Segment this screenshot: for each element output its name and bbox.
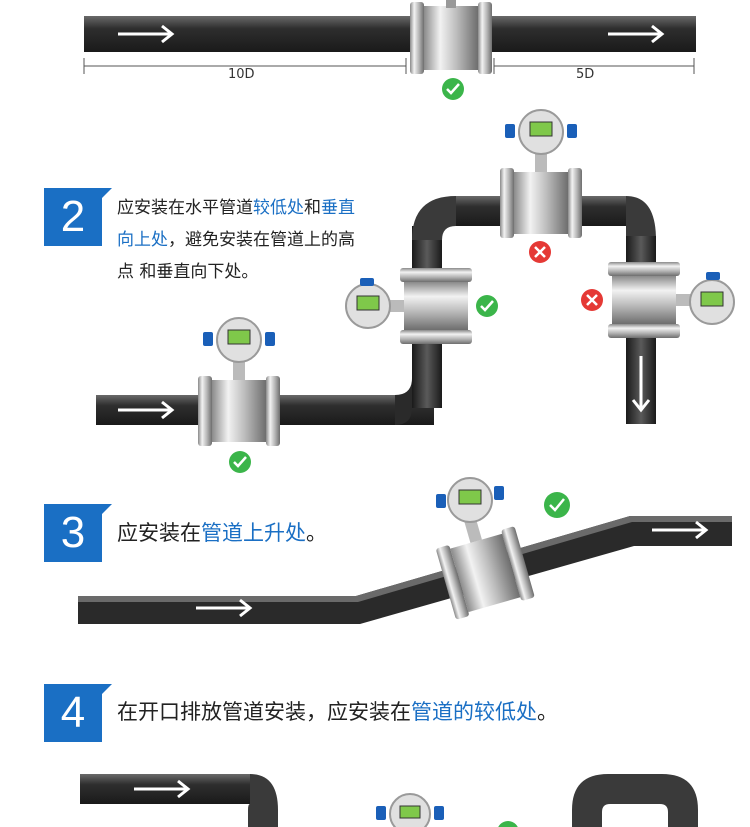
flowmeter-sensor [198, 358, 280, 446]
flow-arrow-icon [118, 24, 175, 44]
flowmeter-sensor [410, 0, 492, 74]
highlight-text: 管道的较低处 [411, 700, 537, 724]
caption-text: 应安装在 [117, 521, 201, 545]
caption-text: 在开口排放管道安装，应安装在 [117, 700, 411, 724]
flowmeter-sensor [608, 262, 692, 338]
caption-text: 。 [306, 521, 327, 545]
flow-arrow-icon [631, 356, 651, 413]
cross-icon [529, 241, 551, 263]
check-icon [476, 295, 498, 317]
flow-arrow-icon [196, 598, 253, 618]
transmitter-head [203, 317, 275, 363]
highlight-text: 管道上升处 [201, 521, 306, 545]
flow-arrow-icon [118, 400, 175, 420]
check-icon [442, 78, 464, 100]
caption-text: ，避免安装在管道上的高 [168, 230, 355, 250]
check-icon [498, 821, 518, 827]
flowmeter-sensor [436, 518, 535, 620]
top-pipe [84, 16, 696, 52]
caption-text: 。 [537, 700, 558, 724]
step-number-badge: 4 [44, 684, 112, 742]
check-icon [229, 451, 251, 473]
caption-line: 点 和垂直向下处。 [117, 256, 402, 288]
flow-arrow-icon [652, 520, 709, 540]
flowmeter-sensor [500, 150, 582, 238]
pipe-elbow [626, 196, 656, 240]
flow-arrow-icon [134, 779, 191, 799]
transmitter-head [505, 109, 577, 155]
caption-text: 点 和垂直向下处。 [117, 262, 259, 282]
flowmeter-sensor [388, 268, 472, 344]
flowmeter-sensor [376, 793, 444, 827]
step3-caption: 应安装在管道上升处。 [117, 518, 327, 548]
step-number-badge: 3 [44, 504, 112, 562]
pipe-elbow [395, 378, 412, 425]
caption-line: 向上处，避免安装在管道上的高 [117, 224, 402, 256]
dimension-line [83, 58, 695, 74]
transmitter-head [689, 272, 735, 325]
step-number-badge: 2 [44, 188, 112, 246]
step4-caption: 在开口排放管道安装，应安装在管道的较低处。 [117, 697, 558, 727]
pipe-elbow [572, 774, 698, 827]
highlight-text: 较低处 [253, 198, 304, 218]
caption-text: 和 [304, 198, 321, 218]
pipe-elbow [412, 196, 456, 240]
flow-arrow-icon [608, 24, 665, 44]
caption-text: 应安装在水平管道 [117, 198, 253, 218]
check-icon [544, 492, 570, 518]
step2-caption: 应安装在水平管道较低处和垂直 向上处，避免安装在管道上的高 点 和垂直向下处。 [117, 192, 402, 288]
transmitter-head [436, 477, 504, 523]
dimension-label-downstream: 5D [576, 67, 595, 82]
transmitter-head [345, 278, 391, 329]
cross-icon [581, 289, 603, 311]
dimension-label-upstream: 10D [228, 67, 255, 82]
highlight-text: 向上处 [117, 230, 168, 250]
pipe-elbow [248, 774, 278, 827]
caption-line: 应安装在水平管道较低处和垂直 [117, 192, 402, 224]
highlight-text: 垂直 [321, 198, 355, 218]
